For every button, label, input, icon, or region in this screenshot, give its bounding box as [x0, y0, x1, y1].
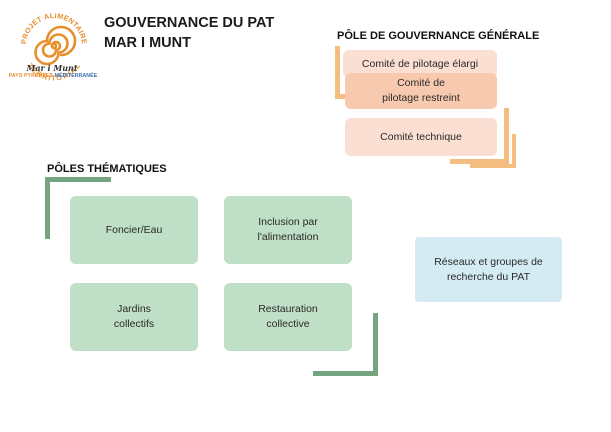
thematic-bracket-left	[45, 177, 50, 239]
logo-name: Mar i Munt	[26, 63, 78, 73]
theme-box-restauration-line2: collective	[266, 318, 310, 330]
theme-box-jardins: Jardins collectifs	[70, 283, 198, 351]
logo-tagline-part2: PYRÉNÉES	[23, 73, 55, 79]
gov-box-cotech: Comité technique	[345, 118, 497, 156]
network-box-line2: recherche du PAT	[446, 270, 531, 283]
governance-bracket-right-foot	[450, 159, 509, 164]
theme-box-foncier-eau: Foncier/Eau	[70, 196, 198, 264]
logo-tagline-part3: MÉDITERRANÉE	[54, 73, 98, 79]
logo-spiral-icon	[34, 25, 77, 66]
thematic-bracket-right	[373, 313, 378, 376]
governance-bracket-left	[335, 46, 340, 99]
pat-logo-icon: PROJET ALIMENTAIRE TERRITORIAL	[19, 11, 89, 83]
governance-bracket-right-outer-foot	[470, 164, 516, 168]
gov-box-copil-restreint-line1: Comité de	[397, 77, 445, 89]
theme-box-jardins-line1: Jardins	[117, 303, 151, 315]
network-box-line1: Réseaux et groupes de	[434, 255, 543, 268]
thematic-bracket-bottom	[313, 371, 378, 376]
theme-box-inclusion-line1: Inclusion par	[258, 216, 318, 228]
logo-tagline: PAYS PYRÉNÉES MÉDITERRANÉE	[8, 73, 98, 79]
gov-box-copil-restreint-line2: pilotage restreint	[382, 92, 460, 104]
theme-box-foncier-eau-line1: Foncier/Eau	[105, 223, 163, 236]
gov-box-cotech-text: Comité technique	[380, 130, 462, 143]
thematic-section-label: PÔLES THÉMATIQUES	[47, 163, 167, 175]
page-title-line2: MAR I MUNT	[104, 35, 191, 51]
gov-box-copil-restreint: Comité de pilotage restreint	[345, 73, 497, 109]
theme-box-jardins-line2: collectifs	[113, 318, 155, 330]
governance-bracket-right	[504, 108, 509, 164]
network-box: Réseaux et groupes de recherche du PAT	[415, 237, 562, 302]
gov-box-copil-elargi-text: Comité de pilotage élargi	[361, 57, 479, 70]
governance-bracket-right-outer	[512, 134, 516, 168]
page-title: GOUVERNANCE DU PAT MAR I MUNT	[104, 13, 274, 53]
page-title-line1: GOUVERNANCE DU PAT	[104, 15, 275, 31]
logo-tagline-part1: PAYS	[8, 73, 24, 79]
governance-section-label: PÔLE DE GOUVERNANCE GÉNÉRALE	[337, 30, 540, 42]
theme-box-inclusion-line2: l'alimentation	[257, 231, 319, 243]
theme-box-restauration: Restauration collective	[224, 283, 352, 351]
thematic-bracket-top	[45, 177, 111, 182]
theme-box-inclusion: Inclusion par l'alimentation	[224, 196, 352, 264]
theme-box-restauration-line1: Restauration	[258, 303, 318, 315]
